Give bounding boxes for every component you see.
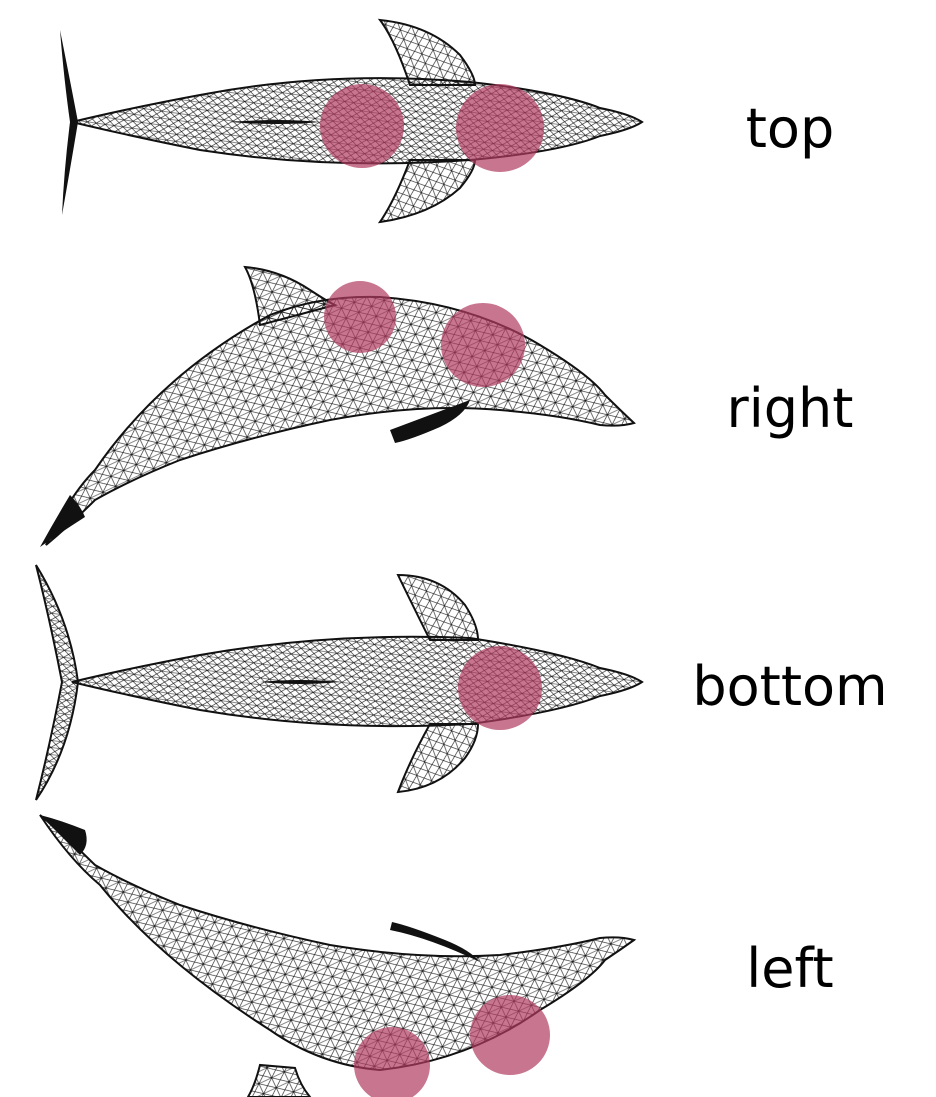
dolphin-left-mesh [0,810,680,1097]
dolphin-top-mesh [0,0,680,250]
view-label-bottom: bottom [680,660,900,714]
highlight-region [320,84,404,168]
flipper-lower [380,160,475,222]
highlight-region [456,84,544,172]
dolphin-right-mesh [0,255,680,555]
highlight-region [470,995,550,1075]
highlight-region [441,303,525,387]
tail-fluke [40,815,87,855]
dolphin-top-view [0,0,680,250]
dolphin-left-view [0,810,680,1097]
flipper-lower [398,724,478,792]
dolphin-body [72,637,642,726]
flipper-upper [398,575,478,640]
dolphin-right-view [0,255,680,555]
view-label-top: top [680,102,900,156]
tail-fluke [36,565,78,800]
view-label-right: right [680,382,900,436]
dolphin-bottom-view [0,560,680,810]
dolphin-bottom-mesh [0,560,680,810]
ventral-fin [248,1065,310,1097]
highlight-region [324,281,396,353]
flipper-upper [380,20,475,85]
view-label-left: left [680,942,900,996]
highlight-region [458,646,542,730]
